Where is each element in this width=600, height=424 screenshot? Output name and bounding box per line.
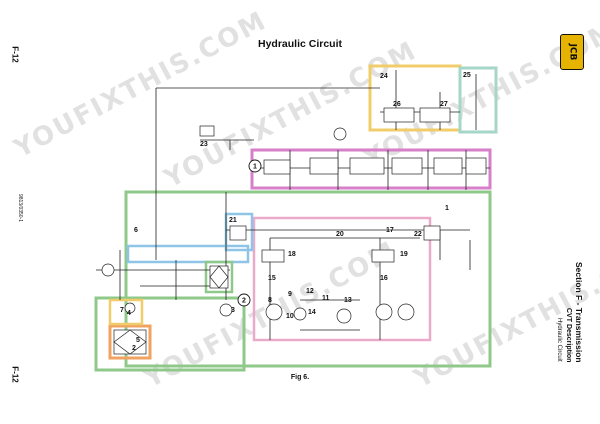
component-number-13: 13 bbox=[344, 297, 352, 304]
circled-label-2: 2 bbox=[237, 293, 251, 307]
zone-green-main bbox=[124, 190, 492, 368]
component-number-25: 25 bbox=[463, 72, 471, 79]
zone-orange-filter bbox=[108, 324, 152, 360]
jcb-logo: JCB bbox=[560, 34, 584, 70]
component-number-23: 23 bbox=[200, 141, 208, 148]
component-number-24: 24 bbox=[380, 73, 388, 80]
page-title: Hydraulic Circuit bbox=[257, 38, 343, 50]
component-number-26: 26 bbox=[393, 101, 401, 108]
component-number-10: 10 bbox=[286, 313, 294, 320]
component-number-8: 8 bbox=[268, 297, 272, 304]
zone-yellow-filter bbox=[108, 298, 144, 326]
component-number-11: 11 bbox=[322, 295, 330, 302]
component-number-4: 4 bbox=[127, 310, 131, 317]
component-number-5: 5 bbox=[136, 337, 140, 344]
component-number-3: 3 bbox=[231, 307, 235, 314]
zone-green-cooler bbox=[204, 260, 234, 294]
component-number-7: 7 bbox=[120, 307, 124, 314]
component-number-1: 1 bbox=[445, 205, 449, 212]
component-number-12: 12 bbox=[306, 288, 314, 295]
circled-label-1: 1 bbox=[248, 159, 262, 173]
component-number-9: 9 bbox=[288, 291, 292, 298]
zone-blue-left bbox=[126, 244, 250, 264]
circled-label-2-text: 2 bbox=[242, 298, 246, 305]
figure-caption: Fig 6. bbox=[290, 374, 310, 381]
hydrostatic-units bbox=[101, 125, 441, 355]
component-number-16: 16 bbox=[380, 275, 388, 282]
component-number-21: 21 bbox=[229, 217, 237, 224]
component-number-15: 15 bbox=[268, 275, 276, 282]
zone-teal-25 bbox=[458, 66, 498, 134]
circled-label-1-text: 1 bbox=[253, 164, 257, 171]
component-number-6: 6 bbox=[134, 227, 138, 234]
component-number-2: 2 bbox=[132, 345, 136, 352]
component-number-27: 27 bbox=[440, 101, 448, 108]
component-number-18: 18 bbox=[288, 251, 296, 258]
component-number-20: 20 bbox=[336, 231, 344, 238]
component-number-17: 17 bbox=[386, 227, 394, 234]
component-number-14: 14 bbox=[308, 309, 316, 316]
zone-pink-hydrostat bbox=[252, 216, 432, 342]
component-number-22: 22 bbox=[414, 231, 422, 238]
valve-blocks bbox=[263, 107, 487, 175]
component-number-19: 19 bbox=[400, 251, 408, 258]
zone-green-lower bbox=[94, 296, 246, 372]
